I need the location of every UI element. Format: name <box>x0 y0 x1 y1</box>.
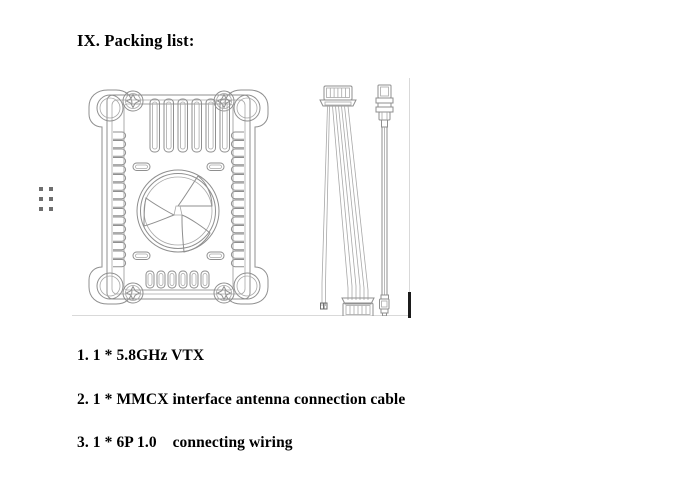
page-title: IX. Packing list: <box>77 31 195 50</box>
packing-list-item-3: 3. 1 * 6P 1.0 connecting wiring <box>77 434 293 451</box>
drag-handle-dot <box>49 197 53 201</box>
drag-handle[interactable] <box>39 187 53 211</box>
mounting-holes <box>96 94 261 300</box>
vtx-board-drawing <box>88 89 269 305</box>
six-pin-wire-harness-drawing <box>319 85 375 316</box>
fan-rotor <box>136 169 220 253</box>
drag-handle-dot <box>39 187 43 191</box>
mmcx-antenna-cable-drawing <box>375 84 394 316</box>
packing-list-line-art: .ln { fill:none; stroke:#8f8f8f; stroke-… <box>88 84 394 316</box>
figure-resize-handle[interactable] <box>408 292 411 318</box>
vent-slots-bottom <box>145 270 210 289</box>
packing-list-item-1: 1. 1 * 5.8GHz VTX <box>77 347 205 364</box>
drag-handle-dot <box>39 197 43 201</box>
packing-list-item-2: 2. 1 * MMCX interface antenna connection… <box>77 391 406 408</box>
oval-slots <box>132 162 225 260</box>
side-fins-right <box>230 131 244 268</box>
drag-handle-dot <box>49 187 53 191</box>
heatsink-fins-top <box>149 98 230 153</box>
drag-handle-dot <box>49 207 53 211</box>
screws <box>122 90 235 304</box>
packing-list-figure[interactable]: .ln { fill:none; stroke:#8f8f8f; stroke-… <box>72 78 410 316</box>
side-fins-left <box>113 131 127 268</box>
drag-handle-dot <box>39 207 43 211</box>
